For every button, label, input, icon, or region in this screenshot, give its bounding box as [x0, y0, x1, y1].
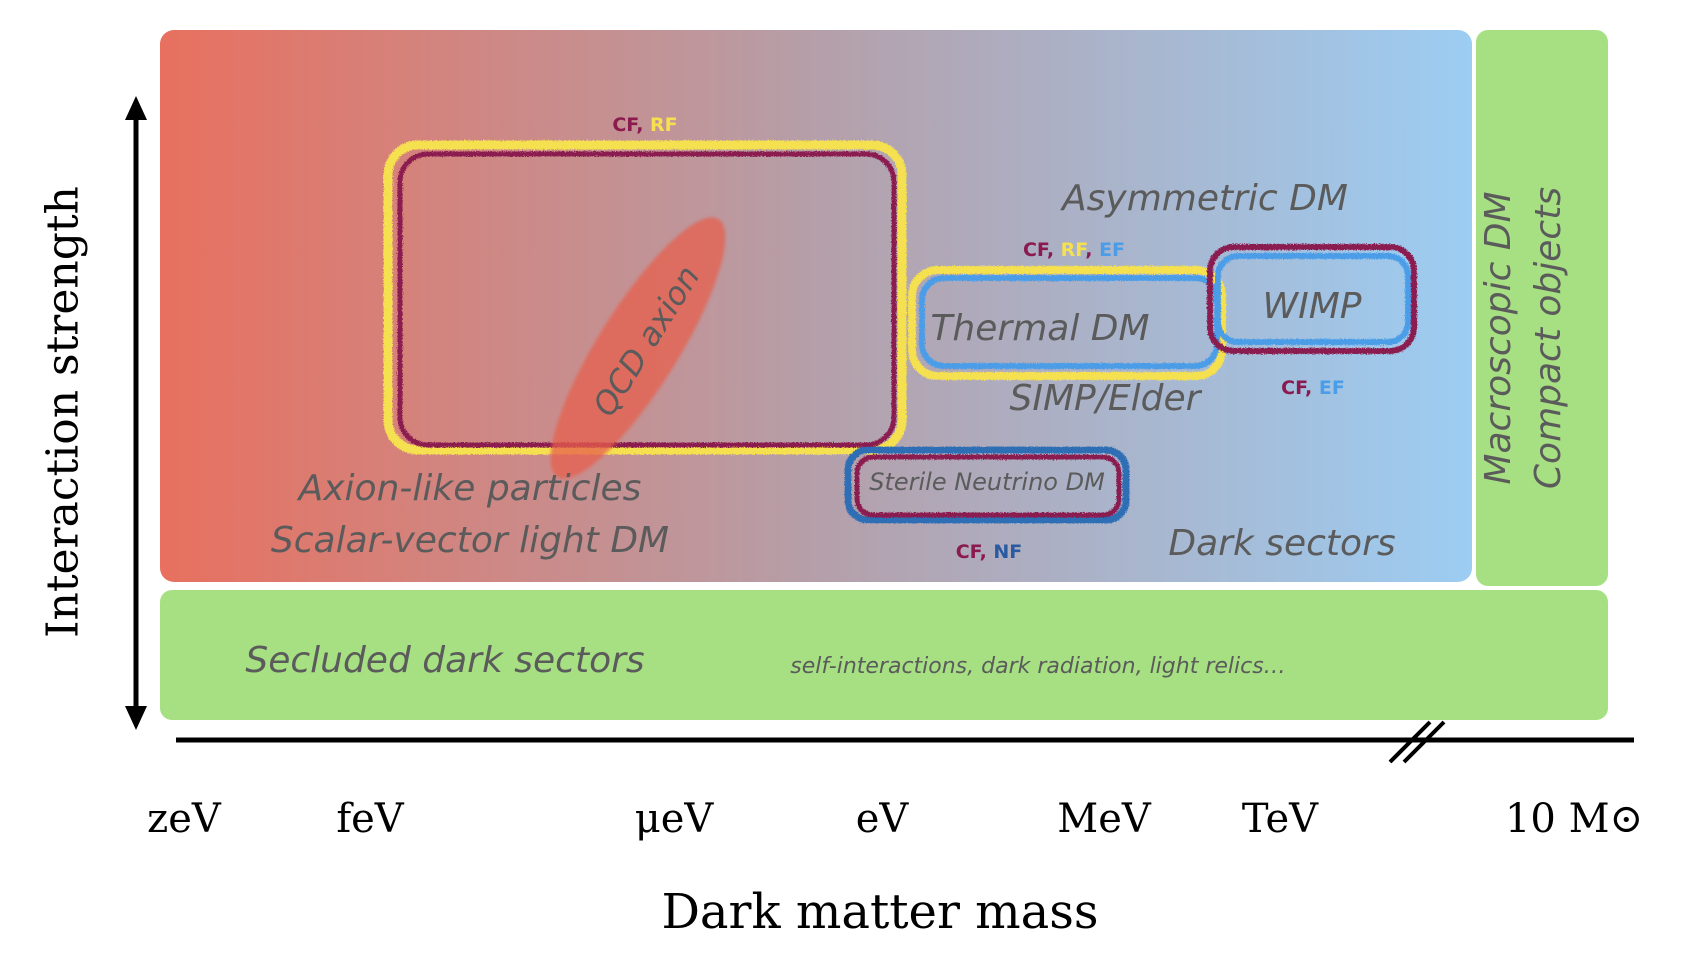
- force-tag-part: CF: [612, 114, 638, 136]
- axion-box-cf-outline: [397, 151, 897, 448]
- force-tag-part: CF: [956, 541, 982, 563]
- secluded-dark-sectors-title: Secluded dark sectors: [245, 640, 644, 681]
- x-tick-uev: μeV: [635, 796, 715, 842]
- force-tag-part: RF: [1061, 239, 1088, 261]
- x-tick-10-solar-mass: 10 M⊙: [1505, 796, 1643, 842]
- x-tick-mev: MeV: [1057, 796, 1152, 842]
- thermal-box-tags: CF, RF, EF: [1023, 239, 1125, 261]
- axis-break-mark-2: [1402, 720, 1446, 764]
- asymmetric-dm-label: Asymmetric DM: [1060, 178, 1348, 219]
- axis-break-mark-1: [1388, 720, 1432, 764]
- secluded-dark-sectors-region: [160, 590, 1608, 720]
- wimp-box: [1207, 244, 1417, 354]
- y-axis-arrow: [125, 96, 147, 730]
- force-tag-part: EF: [1319, 377, 1345, 399]
- y-axis-arrowhead-up: [125, 96, 147, 120]
- scalar-vector-light-dm-label: Scalar-vector light DM: [271, 520, 669, 561]
- axion-box-tags: CF, RF: [612, 114, 677, 136]
- sterile-box-cf-outline: [854, 454, 1122, 518]
- x-axis-label: Dark matter mass: [661, 884, 1098, 940]
- thermal-box-rf-outline: [908, 266, 1226, 380]
- qcd-axion-ellipse: [550, 217, 726, 479]
- axion-like-particles-label: Axion-like particles: [297, 468, 642, 509]
- compact-objects-label: Compact objects: [1528, 187, 1569, 489]
- wimp-box-tags: CF, EF: [1281, 377, 1345, 399]
- force-tag-part: ,: [636, 114, 650, 136]
- thermal-dm-label: Thermal DM: [930, 308, 1149, 349]
- sterile-box-tags: CF, NF: [956, 541, 1023, 563]
- y-axis-arrowhead-down: [125, 706, 147, 730]
- force-tag-part: ,: [1047, 239, 1061, 261]
- secluded-dark-sectors-subtitle: self-interactions, dark radiation, light…: [790, 654, 1285, 679]
- x-tick-tev: TeV: [1242, 796, 1319, 842]
- axion-box: [383, 140, 907, 455]
- axion-box-rf-outline: [383, 140, 907, 455]
- simp-elder-label: SIMP/Elder: [1010, 378, 1203, 419]
- force-tag-part: CF: [1023, 239, 1049, 261]
- force-tag-part: CF: [1281, 377, 1307, 399]
- force-tag-part: EF: [1099, 239, 1125, 261]
- force-tag-part: ,: [980, 541, 994, 563]
- wimp-label: WIMP: [1263, 286, 1362, 327]
- force-tag-part: ,: [1305, 377, 1319, 399]
- sterile-neutrino-label: Sterile Neutrino DM: [869, 468, 1105, 496]
- macroscopic-dm-label: Macroscopic DM: [1478, 191, 1519, 484]
- force-tag-part: RF: [650, 114, 678, 136]
- x-tick-zev: zeV: [147, 796, 222, 842]
- dark-sectors-label: Dark sectors: [1168, 523, 1395, 564]
- wimp-box-ef-outline: [1215, 253, 1411, 345]
- wimp-box-cf-outline: [1207, 244, 1417, 354]
- sterile-neutrino-box: [844, 446, 1130, 524]
- x-tick-ev: eV: [856, 796, 910, 842]
- macroscopic-dm-region: [1476, 30, 1608, 586]
- force-tag-part: ,: [1085, 239, 1099, 261]
- x-axis-line: [176, 720, 1634, 764]
- sterile-box-nf-outline: [844, 446, 1130, 524]
- y-axis-label: Interaction strength: [38, 186, 89, 638]
- force-tag-part: NF: [993, 541, 1022, 563]
- x-tick-fev: feV: [336, 796, 404, 842]
